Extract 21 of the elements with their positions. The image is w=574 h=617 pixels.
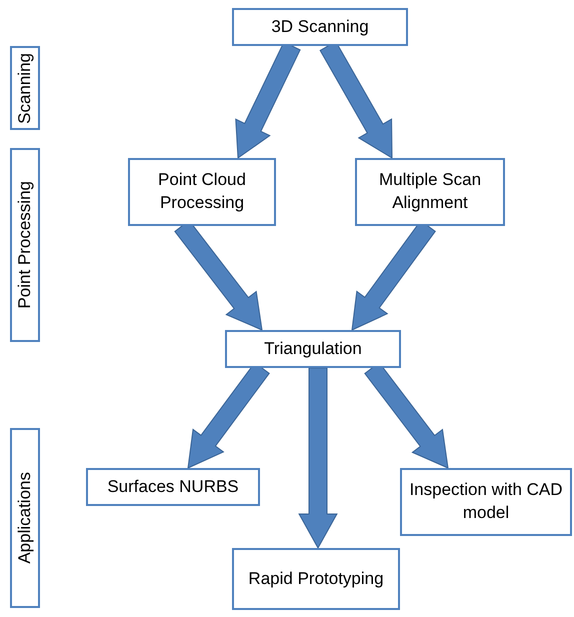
node-label: Triangulation	[264, 338, 362, 360]
process-box	[232, 8, 408, 46]
arrow	[298, 368, 338, 550]
node-label: Inspection with CAD model	[408, 479, 564, 524]
node-label: Scanning	[14, 52, 35, 124]
stage-label-box	[10, 428, 40, 608]
node-label: 3D Scanning	[271, 16, 369, 38]
process-box	[86, 468, 260, 506]
node-label: Rapid Prototyping	[248, 568, 384, 590]
node-label: Multiple Scan Alignment	[378, 169, 482, 214]
process-box	[225, 330, 401, 368]
process-box	[232, 548, 400, 610]
node-label: Applications	[14, 472, 35, 564]
stage-label-box	[10, 148, 40, 342]
node-label: Surfaces NURBS	[107, 476, 239, 498]
process-box	[128, 158, 276, 226]
stage-label-box	[10, 46, 40, 130]
node-label: Point Cloud Processing	[157, 169, 247, 214]
process-box	[400, 468, 572, 536]
node-label: Point Processing	[14, 181, 35, 309]
process-box	[355, 158, 505, 226]
